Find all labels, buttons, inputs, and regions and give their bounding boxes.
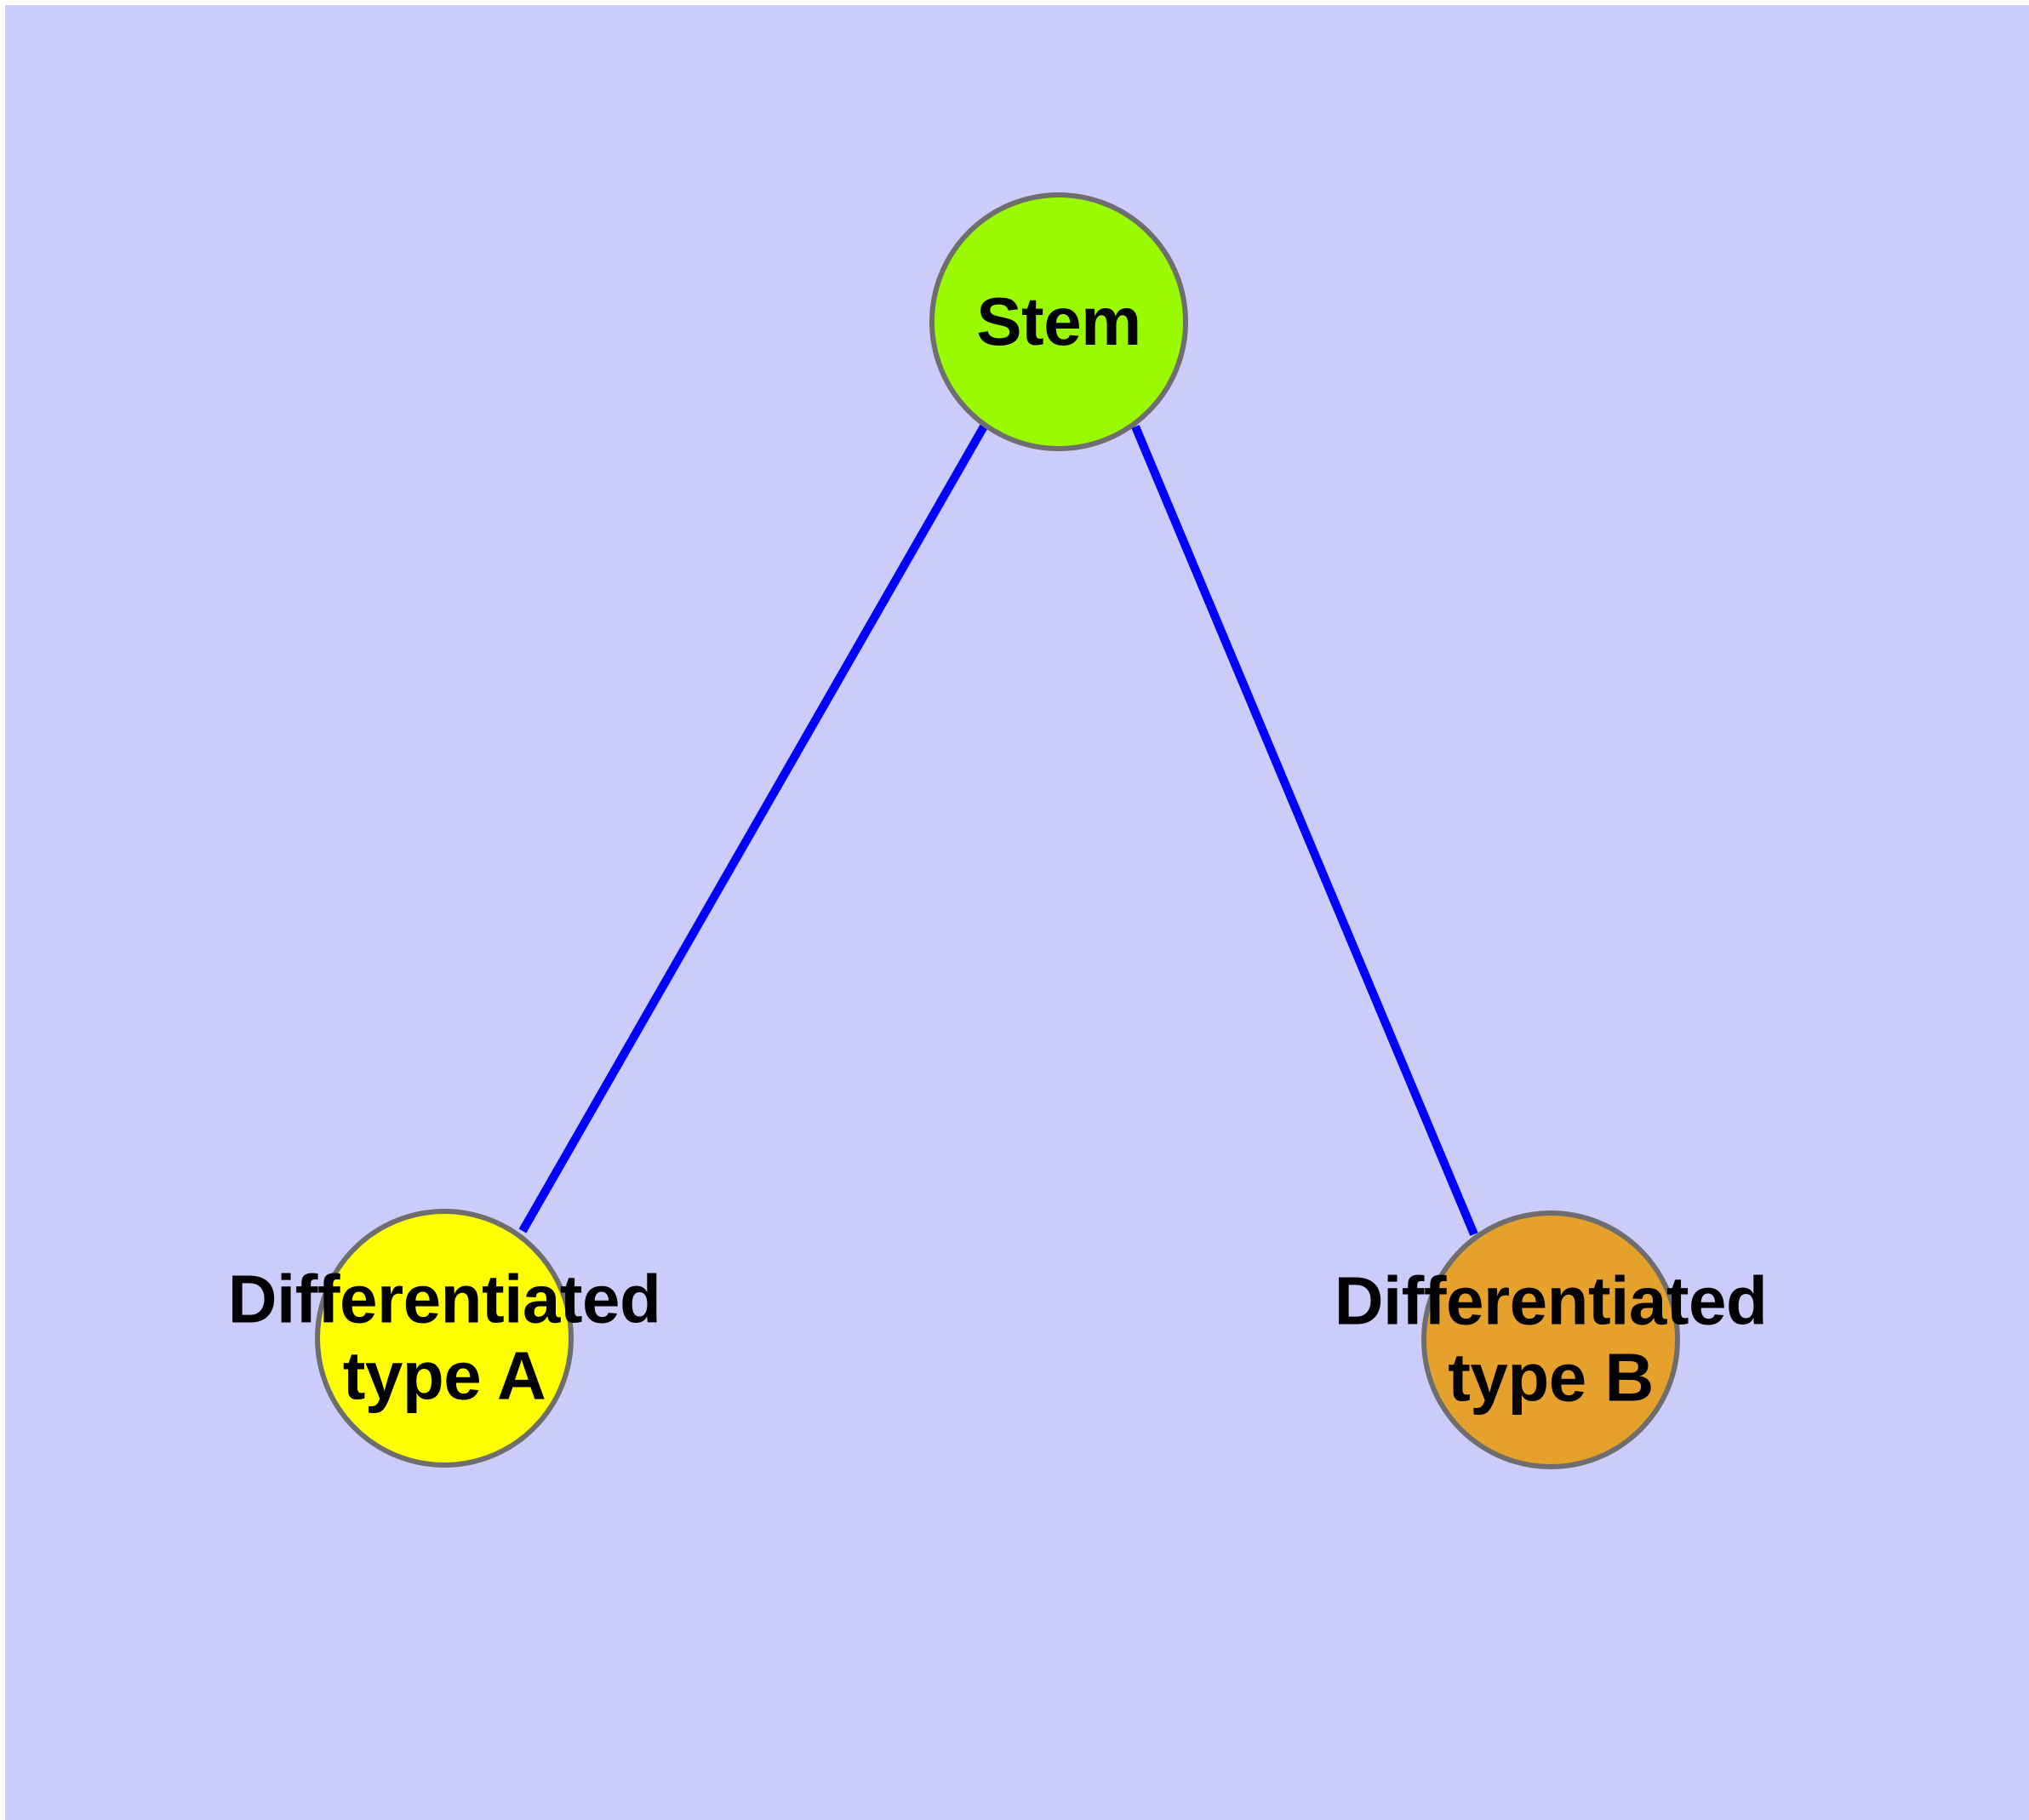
node-differentiated-type-b[interactable]: Differentiated type B [1335, 1210, 1768, 1469]
node-stem-label-line-1: Stem [976, 283, 1141, 359]
node-stem-label: Stem [976, 283, 1141, 360]
node-differentiated-type-a[interactable]: Differentiated type A [228, 1209, 661, 1468]
edge-stem-to-differentiated-type-b [1131, 425, 1478, 1236]
edge-layer [518, 424, 1478, 1236]
edge-stem-to-differentiated-type-a [518, 424, 988, 1233]
node-stem[interactable]: Stem [929, 192, 1188, 451]
